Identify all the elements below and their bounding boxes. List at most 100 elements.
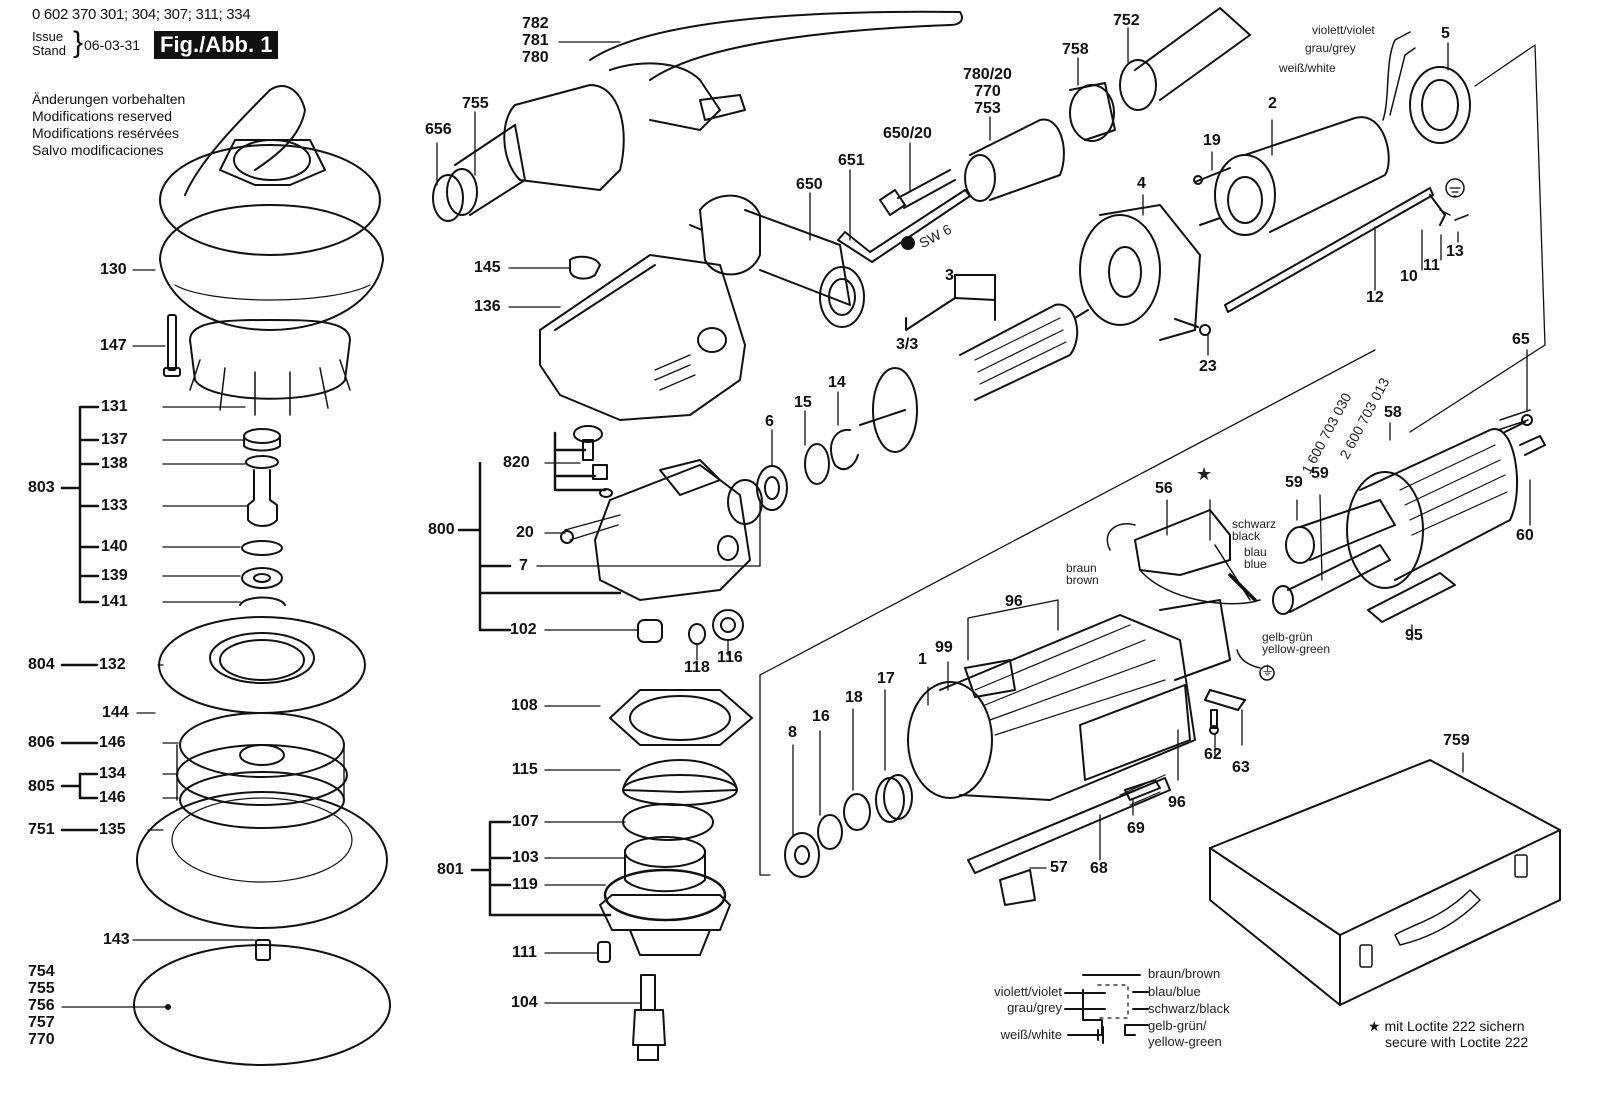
part-label-63: 63 xyxy=(1232,759,1250,776)
part-label-145: 145 xyxy=(474,259,501,276)
left-leader-lines xyxy=(60,269,256,1008)
part-label-147: 147 xyxy=(100,337,127,354)
part-label-68: 68 xyxy=(1090,860,1108,877)
part-label-130: 130 xyxy=(100,261,127,278)
wire-label-black: black xyxy=(1232,529,1261,543)
part-label-107: 107 xyxy=(512,813,539,830)
issue-text: Issue xyxy=(32,29,64,44)
brace-symbol: } xyxy=(73,26,84,59)
loctite-note-de: mit Loctite 222 sichern xyxy=(1384,1018,1525,1034)
screw-147 xyxy=(163,314,181,377)
part-label-14: 14 xyxy=(828,374,846,391)
part-label-3-3: 3/3 xyxy=(896,336,919,353)
part-label-754: 754 xyxy=(28,963,55,980)
part-label-59-b: 59 xyxy=(1311,465,1329,482)
part-label-103: 103 xyxy=(512,849,539,866)
part-label-96-b: 96 xyxy=(1168,794,1186,811)
part-label-146: 146 xyxy=(99,734,126,751)
part-label-805: 805 xyxy=(28,778,55,795)
side-handle-650 xyxy=(689,194,865,328)
part-label-650-20: 650/20 xyxy=(883,125,932,142)
middle-leader-lines xyxy=(436,27,1129,1004)
part-label-12: 12 xyxy=(1366,289,1384,306)
loctite-note-en: secure with Loctite 222 xyxy=(1385,1034,1529,1050)
bearing-rings-left xyxy=(784,774,913,878)
part-label-135: 135 xyxy=(99,821,126,838)
wire-label-yellow-green: yellow-green xyxy=(1262,642,1331,656)
wire-label-violet: violett/violet xyxy=(1312,23,1375,37)
part-label-133: 133 xyxy=(101,497,128,514)
gear-assembly-801 xyxy=(597,689,753,1061)
plate-95 xyxy=(1367,572,1456,623)
legend-brown: braun/brown xyxy=(1148,966,1221,981)
part-label-17: 17 xyxy=(877,670,895,687)
part-label-95: 95 xyxy=(1405,627,1423,644)
strip-12 xyxy=(1224,178,1465,313)
wire-label-schwarz: schwarz xyxy=(1232,517,1277,531)
adapter-part-stack: 780/20 770 753 xyxy=(963,66,1012,117)
note-de: Änderungen vorbehalten xyxy=(32,91,186,107)
wire-label-white: weiß/white xyxy=(1279,61,1336,75)
legend-violet: violett/violet xyxy=(994,984,1062,999)
part-label-136: 136 xyxy=(474,298,501,315)
part-label-138: 138 xyxy=(101,455,128,472)
part-label-139: 139 xyxy=(101,567,128,584)
flange-132 xyxy=(158,616,366,714)
part-label-656: 656 xyxy=(425,121,452,138)
part-label-751: 751 xyxy=(28,821,55,838)
wire-label-blau: blau xyxy=(1244,545,1267,559)
part-label-60: 60 xyxy=(1516,527,1534,544)
part-label-18: 18 xyxy=(845,689,863,706)
wire-label-grey: grau/grey xyxy=(1305,41,1356,55)
armature-3 xyxy=(859,274,1089,453)
spindle-stack-part xyxy=(239,428,286,606)
part-label-134: 134 xyxy=(99,765,126,782)
part-label-800: 800 xyxy=(428,521,455,538)
part-label-3: 3 xyxy=(945,267,954,284)
part-label-102: 102 xyxy=(510,621,537,638)
small-gear-parts xyxy=(637,609,744,645)
legend-grey: grau/grey xyxy=(1007,1000,1062,1015)
part-label-58: 58 xyxy=(1384,404,1402,421)
part-label-801: 801 xyxy=(437,861,464,878)
extraction-hose xyxy=(589,10,963,131)
gear-housing-7 xyxy=(560,459,763,601)
wiring-schematic xyxy=(1064,974,1149,1044)
part-label-99: 99 xyxy=(935,639,953,656)
part-label-1: 1 xyxy=(918,651,927,668)
part-label-10: 10 xyxy=(1400,268,1418,285)
motor-frame-outline xyxy=(759,44,1546,876)
part-label-650: 650 xyxy=(796,176,823,193)
wire-label-blue: blue xyxy=(1244,557,1267,571)
part-label-757: 757 xyxy=(28,1014,55,1031)
part-label-781: 781 xyxy=(522,32,549,49)
bearing-plate-parts xyxy=(176,712,348,829)
part-label-755-pad: 755 xyxy=(28,980,55,997)
part-label-770-pad: 770 xyxy=(28,1031,55,1048)
issue-label: Issue Stand xyxy=(32,30,66,58)
part-label-13: 13 xyxy=(1446,243,1464,260)
part-label-143: 143 xyxy=(103,931,130,948)
part-label-19: 19 xyxy=(1203,132,1221,149)
housing-1 xyxy=(907,599,1231,801)
part-label-6: 6 xyxy=(765,413,774,430)
part-label-4: 4 xyxy=(1137,175,1146,192)
part-label-806: 806 xyxy=(28,734,55,751)
part-label-119: 119 xyxy=(512,876,538,893)
fan-baffle-4 xyxy=(1079,204,1221,341)
part-label-96: 96 xyxy=(1005,593,1023,610)
part-label-131: 131 xyxy=(101,398,128,415)
dust-hood-part xyxy=(159,85,384,331)
loctite-star-icon: ★ xyxy=(1196,464,1213,484)
part-label-20: 20 xyxy=(516,524,534,541)
wire-label-braun: braun xyxy=(1066,561,1097,575)
part-label-5: 5 xyxy=(1441,25,1450,42)
part-label-8: 8 xyxy=(788,724,797,741)
field-coil-2 xyxy=(1214,31,1416,236)
part-label-59: 59 xyxy=(1285,474,1303,491)
part-label-116: 116 xyxy=(717,649,743,666)
right-leader-lines xyxy=(792,42,1531,869)
part-label-108: 108 xyxy=(511,697,538,714)
star-icon: ★ xyxy=(1368,1018,1381,1034)
